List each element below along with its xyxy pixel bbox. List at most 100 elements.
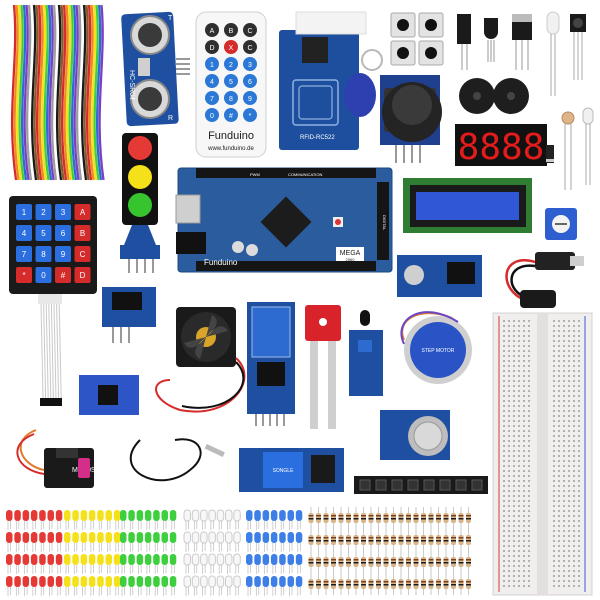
remote-key (243, 57, 257, 71)
remote-key-label: # (229, 113, 233, 120)
led (262, 532, 270, 543)
led (208, 509, 216, 522)
led (97, 576, 104, 587)
led (246, 554, 253, 565)
led (80, 532, 88, 543)
led (120, 510, 127, 521)
led (22, 576, 30, 587)
led (128, 576, 135, 587)
remote-key (205, 57, 219, 71)
led (279, 510, 286, 521)
remote-key-label: 4 (210, 79, 214, 86)
led (169, 510, 177, 521)
keypad-key (16, 225, 32, 241)
rfid-label: RFID-RC522 (300, 135, 335, 141)
rfid-module: RFID-RC522 (279, 11, 383, 150)
remote-key-label: 2 (229, 62, 233, 69)
remote-key-label: A (210, 28, 215, 35)
led (254, 510, 261, 521)
led (30, 554, 38, 565)
keypad-key (74, 267, 91, 283)
led (113, 554, 121, 565)
led (208, 553, 216, 566)
led (80, 554, 88, 565)
arduino-brand: Funduino (204, 258, 238, 267)
led (22, 532, 30, 543)
led (39, 532, 46, 543)
breadboard (492, 312, 593, 596)
remote-key (243, 40, 257, 54)
led (14, 510, 21, 521)
led (254, 554, 261, 565)
led (97, 510, 104, 521)
remote-key-label: 5 (229, 79, 233, 86)
led (183, 575, 191, 588)
relay-module: SONGLE (239, 448, 344, 492)
led (47, 532, 54, 543)
led (153, 576, 160, 587)
led (144, 554, 152, 565)
led (105, 554, 112, 565)
ultrasonic-rear-letter: R (168, 115, 173, 122)
led (246, 510, 253, 521)
led (191, 531, 200, 544)
remote-key (243, 91, 257, 105)
led (279, 532, 286, 543)
led (169, 554, 177, 565)
keypad-key-label: * (22, 271, 25, 280)
soil-moisture-sensor (305, 305, 341, 429)
rtc-module (397, 255, 482, 297)
led (88, 554, 96, 565)
keypad-key-label: 4 (22, 229, 27, 238)
remote-key (205, 40, 219, 54)
led (6, 576, 13, 587)
led (30, 576, 38, 587)
led (113, 510, 121, 521)
remote-key-label: 7 (210, 96, 214, 103)
remote-brand: Funduino (208, 130, 254, 142)
led (136, 510, 144, 521)
keypad-key-label: 2 (41, 208, 46, 217)
remote-key (243, 74, 257, 88)
led (30, 532, 38, 543)
keypad-key-label: 6 (61, 229, 66, 238)
relay-label: SONGLE (273, 468, 295, 474)
led (161, 510, 168, 521)
led (136, 576, 144, 587)
lcd-display (403, 178, 532, 233)
led (254, 532, 261, 543)
remote-key-label: C (247, 28, 252, 35)
led (169, 532, 177, 543)
servo-motor: MG90S (16, 429, 96, 488)
led (55, 532, 63, 543)
led (233, 575, 241, 588)
led (128, 532, 135, 543)
remote-key-label: C (247, 45, 252, 52)
keypad-key (16, 204, 32, 220)
remote-key-label: 6 (248, 79, 252, 86)
led (295, 554, 303, 565)
gas-sensor (380, 410, 450, 460)
remote-key-label: * (249, 113, 252, 120)
led (225, 575, 233, 588)
remote-key-label: 3 (248, 62, 252, 69)
remote-key (224, 108, 238, 122)
battery-clip (505, 252, 584, 308)
led (136, 554, 144, 565)
semiconductors (457, 11, 586, 96)
led (169, 576, 177, 587)
remote-key (224, 40, 238, 54)
keypad-key-label: D (80, 271, 86, 280)
led (64, 510, 71, 521)
led (208, 575, 216, 588)
keypad-key (35, 267, 52, 283)
led (295, 510, 303, 521)
led (64, 554, 71, 565)
led (55, 576, 63, 587)
remote-key (205, 108, 219, 122)
led (191, 553, 200, 566)
led (39, 576, 46, 587)
led (287, 554, 294, 565)
keypad-key (74, 204, 91, 220)
